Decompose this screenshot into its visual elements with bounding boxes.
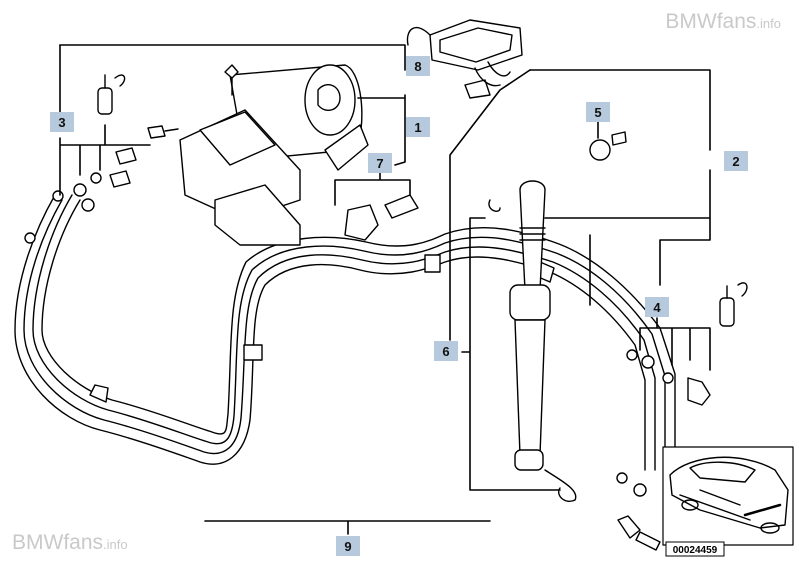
- svg-text:5: 5: [594, 105, 601, 120]
- svg-text:7: 7: [376, 156, 383, 171]
- watermark-suffix: .info: [756, 16, 781, 31]
- callout-box-8: 8: [406, 56, 430, 76]
- bolt-group-right: [616, 349, 711, 551]
- screw-part-5: [589, 131, 627, 161]
- callout-box-3: 3: [50, 112, 74, 132]
- spring-clip: [544, 469, 577, 502]
- bolt-group-left: [24, 125, 179, 244]
- svg-text:8: 8: [414, 59, 421, 74]
- hydraulic-pump: [179, 64, 369, 246]
- callout-box-4: 4: [645, 297, 669, 317]
- callout-box-9: 9: [336, 536, 360, 556]
- hydraulic-pipe-left: [14, 194, 676, 471]
- callout-box-2: 2: [724, 151, 748, 171]
- callout-box-5: 5: [586, 102, 610, 122]
- car-location-inset: [662, 446, 794, 546]
- svg-text:00024459: 00024459: [673, 545, 718, 556]
- svg-text:2: 2: [732, 154, 739, 169]
- svg-text:3: 3: [58, 115, 65, 130]
- relay-connector: [406, 19, 523, 99]
- callout-box-6: 6: [434, 341, 458, 361]
- svg-text:4: 4: [653, 300, 661, 315]
- pipe-clip: [89, 254, 555, 403]
- leader-lines: [59, 44, 711, 535]
- callout-box-1: 1: [406, 117, 430, 137]
- callout-box-7: 7: [368, 153, 392, 173]
- hydraulic-cylinder: [488, 180, 551, 471]
- reference-number-tag: 00024459: [665, 541, 725, 557]
- watermark-brand: BMWfans: [665, 10, 757, 33]
- mounting-part-7: [344, 194, 419, 241]
- svg-text:9: 9: [344, 539, 351, 554]
- pressure-sensor-top-left: [97, 74, 126, 115]
- watermark-bottom: BMWfans.info: [12, 531, 128, 555]
- watermark-top: BMWfans.info: [665, 10, 781, 34]
- watermark-brand: BMWfans: [12, 531, 104, 554]
- svg-text:6: 6: [442, 344, 449, 359]
- svg-text:1: 1: [414, 120, 421, 135]
- watermark-suffix: .info: [103, 537, 128, 552]
- pressure-sensor-right: [719, 282, 748, 327]
